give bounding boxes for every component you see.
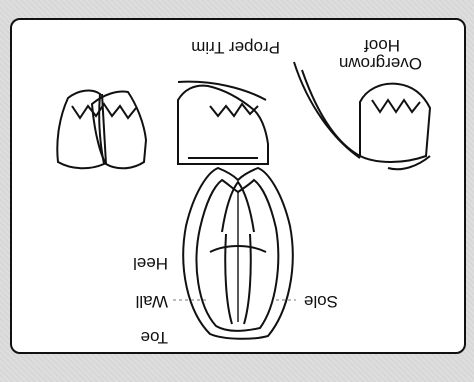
label-wall: Wall — [136, 292, 168, 310]
proper-trim-hoof — [178, 82, 268, 164]
hoof-bottom-view — [183, 168, 292, 339]
diagram-panel: Sole Toe Wall Heel Proper Trim Overgrown… — [10, 18, 466, 354]
label-overgrown-line2: Hoof — [364, 36, 400, 54]
label-proper-trim: Proper Trim — [191, 38, 280, 56]
front-view-claws — [57, 91, 146, 169]
label-overgrown-line1: Overgrown — [339, 54, 422, 72]
overgrown-hoof — [294, 62, 430, 169]
label-heel: Heel — [133, 254, 168, 272]
label-toe: Toe — [141, 328, 168, 346]
label-sole: Sole — [304, 292, 338, 310]
diagram-stage: Sole Toe Wall Heel Proper Trim Overgrown… — [12, 20, 464, 352]
